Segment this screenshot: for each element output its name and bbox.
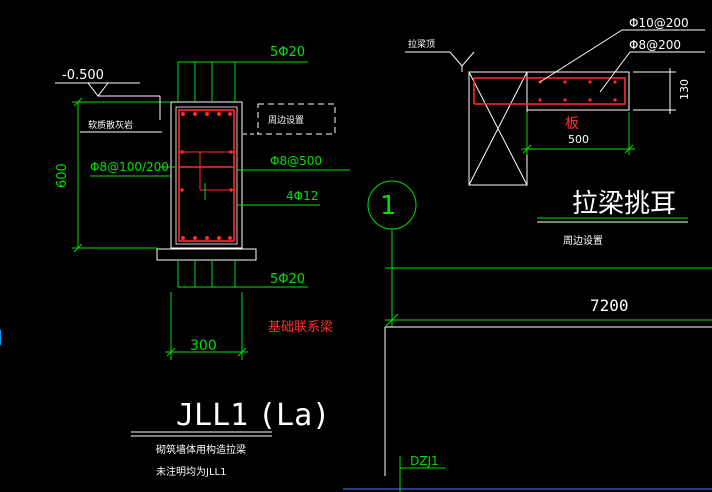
span-label: 7200 <box>590 296 629 315</box>
side-bar-label: 4Φ12 <box>286 189 318 203</box>
slab-label: 板 <box>565 116 579 132</box>
beam-outline <box>170 101 243 249</box>
ear-note: 周边设置 <box>563 235 603 247</box>
ear-slab <box>526 71 630 111</box>
width-dimension <box>165 292 248 360</box>
elevation-marker <box>55 82 161 120</box>
ear-title: 拉梁挑耳 <box>572 189 676 219</box>
stirrup-label: Φ8@100/200 <box>90 160 169 174</box>
beam-title: 基础联系梁 <box>268 320 333 335</box>
side-note: 周边设置 <box>268 115 304 126</box>
top-bar-label: 5Φ20 <box>270 45 305 60</box>
footnote-1: 砌筑墙体用构造拉梁 <box>156 443 246 456</box>
bearing-pad <box>156 248 257 261</box>
top-bar-leaders <box>177 61 308 102</box>
ear-bar-2: Φ8@200 <box>629 38 681 52</box>
column-label: DZJ1 <box>410 454 439 468</box>
height-dimension-label: 600 <box>55 163 70 188</box>
ear-depth-label: 130 <box>678 79 691 100</box>
width-dimension-label: 300 <box>190 338 217 354</box>
ear-bar-leaders <box>539 29 705 93</box>
beam-name-suffix: (La) <box>258 398 330 433</box>
bottom-rebar-dots <box>181 236 232 240</box>
top-rebar-dots <box>181 112 232 116</box>
dim-tick <box>385 313 399 327</box>
beam-inner-outline <box>175 106 238 245</box>
tie-label: Φ8@500 <box>270 154 322 168</box>
ear-rebar <box>474 77 626 105</box>
beam-section <box>55 61 350 360</box>
mid-leaders <box>160 166 350 206</box>
axis-label: 1 <box>380 191 397 221</box>
ear-bar-1: Φ10@200 <box>629 16 689 30</box>
ear-rebar-dots <box>538 80 617 102</box>
ear-detail <box>405 29 705 223</box>
stirrup <box>178 109 235 242</box>
ear-length-dim <box>521 112 635 155</box>
ear-top-marker <box>405 51 475 72</box>
ear-top-label: 拉梁顶 <box>408 38 435 50</box>
ear-depth-dim <box>633 68 676 114</box>
elevation-label: -0.500 <box>62 68 104 83</box>
bottom-bar-label: 5Φ20 <box>270 272 305 287</box>
soil-note: 软质散灰岩 <box>88 119 133 131</box>
ear-length-label: 500 <box>568 133 589 146</box>
dashed-note-box <box>257 103 336 135</box>
height-dimension <box>72 97 171 253</box>
grid-lines <box>0 180 712 492</box>
side-rebar-dots <box>180 150 233 192</box>
beam-name: JLL1 <box>176 398 248 433</box>
footnote-2: 未注明均为JLL1 <box>156 465 226 478</box>
bottom-bar-leaders <box>177 260 308 288</box>
